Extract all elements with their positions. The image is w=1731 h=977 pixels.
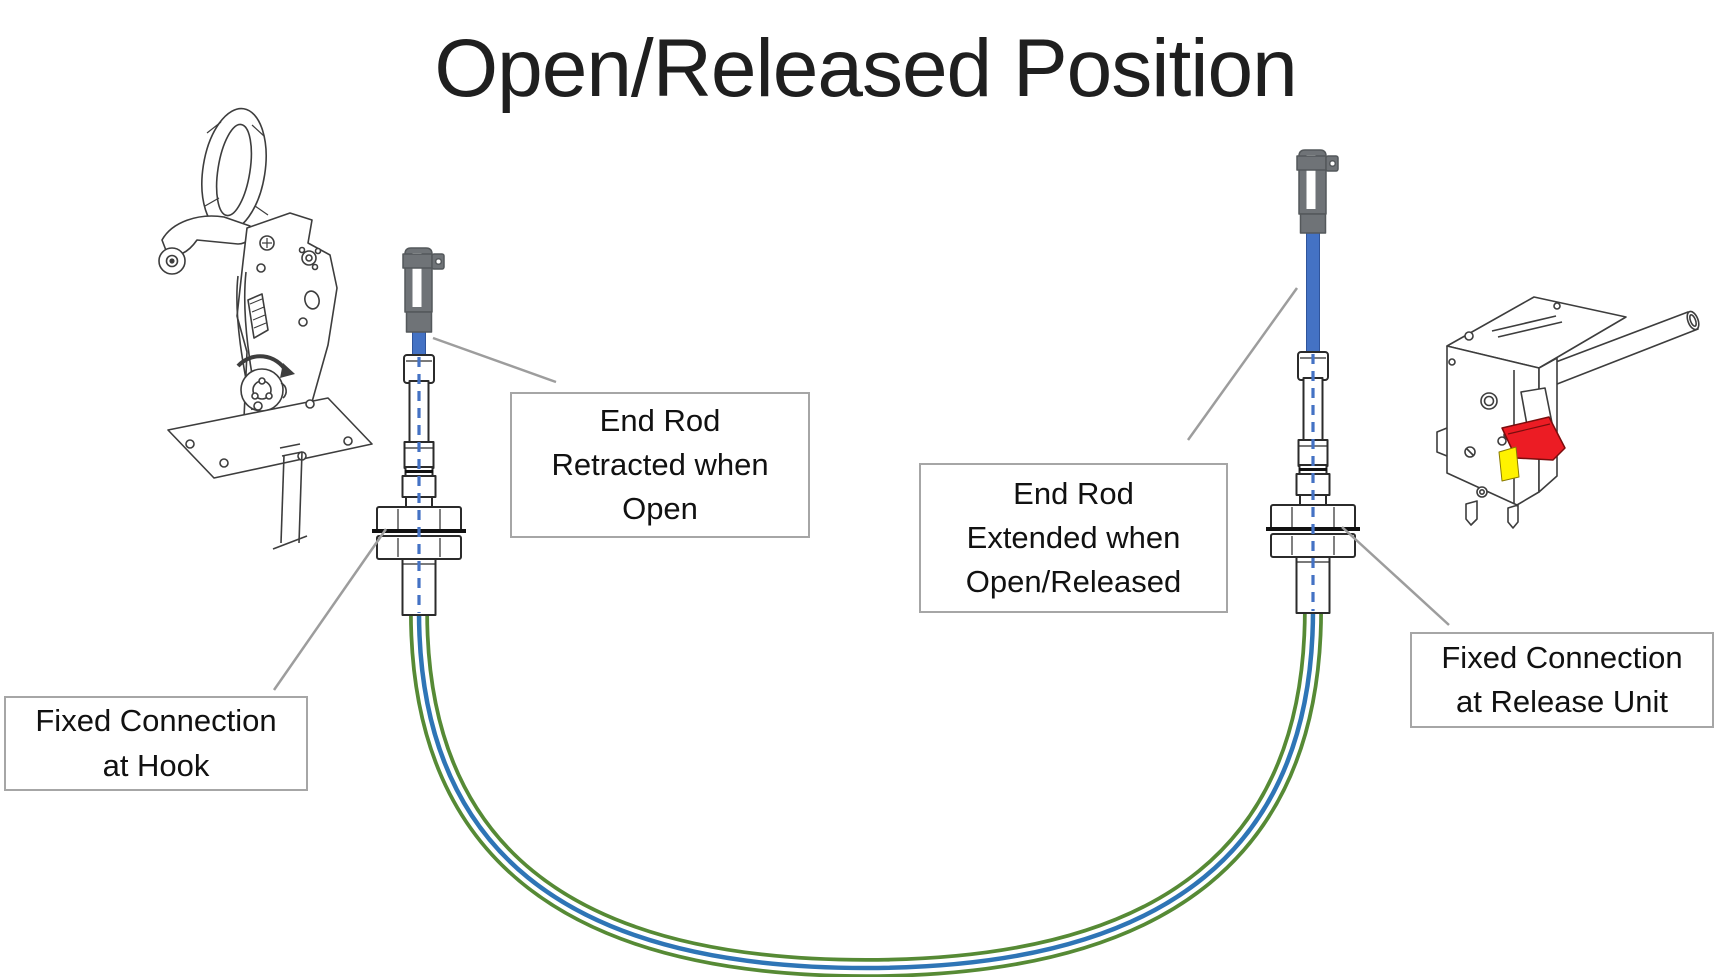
callout-fixed-connection-release-unit: Fixed Connection at Release Unit [1410, 632, 1714, 728]
hook-mount-post [272, 451, 308, 550]
callout-release-line1: Fixed Connection [1441, 639, 1683, 675]
hook-release-arm [158, 215, 252, 275]
cable-conduit-outer [409, 600, 1323, 977]
left-cable-end [372, 247, 466, 616]
left-end-rod [412, 329, 426, 357]
release-unit-drawing [1436, 296, 1700, 529]
hook-base-plate [167, 397, 373, 479]
callout-extended-line2: Extended when [966, 519, 1181, 555]
callout-end-rod-extended: End Rod Extended when Open/Released [919, 463, 1228, 613]
right-end-rod [1306, 230, 1320, 355]
callout-hook-line2: at Hook [102, 747, 210, 783]
callout-hook-line1: Fixed Connection [35, 703, 277, 739]
release-lever-yellow [1498, 446, 1520, 482]
page-title: Open/Released Position [434, 23, 1297, 114]
callout-retracted-line1: End Rod [599, 402, 721, 438]
cable-drawing [409, 600, 1323, 977]
leader-line-extended [1186, 287, 1299, 441]
callout-retracted-line3: Open [622, 491, 698, 526]
right-clevis [1296, 149, 1339, 234]
right-cable-end [1266, 149, 1360, 614]
callout-end-rod-retracted: End Rod Retracted when Open [510, 392, 810, 538]
release-handle [1539, 310, 1700, 387]
hook-mechanism-drawing [158, 107, 373, 550]
leader-line-retracted [432, 336, 557, 384]
leader-line-hook [272, 528, 388, 691]
callout-release-line2: at Release Unit [1456, 684, 1668, 719]
left-clevis [402, 247, 445, 333]
callout-fixed-connection-hook: Fixed Connection at Hook [4, 696, 308, 791]
release-lever-red-fold [1507, 423, 1551, 435]
leader-line-release [1341, 526, 1450, 626]
cable-conduit-inner [412, 603, 1320, 975]
cable-core [416, 607, 1316, 971]
hook-bail-ring [201, 107, 269, 233]
hook-body-plate [236, 212, 338, 442]
callout-extended-line3: Open/Released [965, 564, 1182, 599]
callout-retracted-line2: Retracted when [551, 446, 769, 482]
leader-lines [272, 287, 1450, 691]
callout-extended-line1: End Rod [1013, 475, 1134, 511]
